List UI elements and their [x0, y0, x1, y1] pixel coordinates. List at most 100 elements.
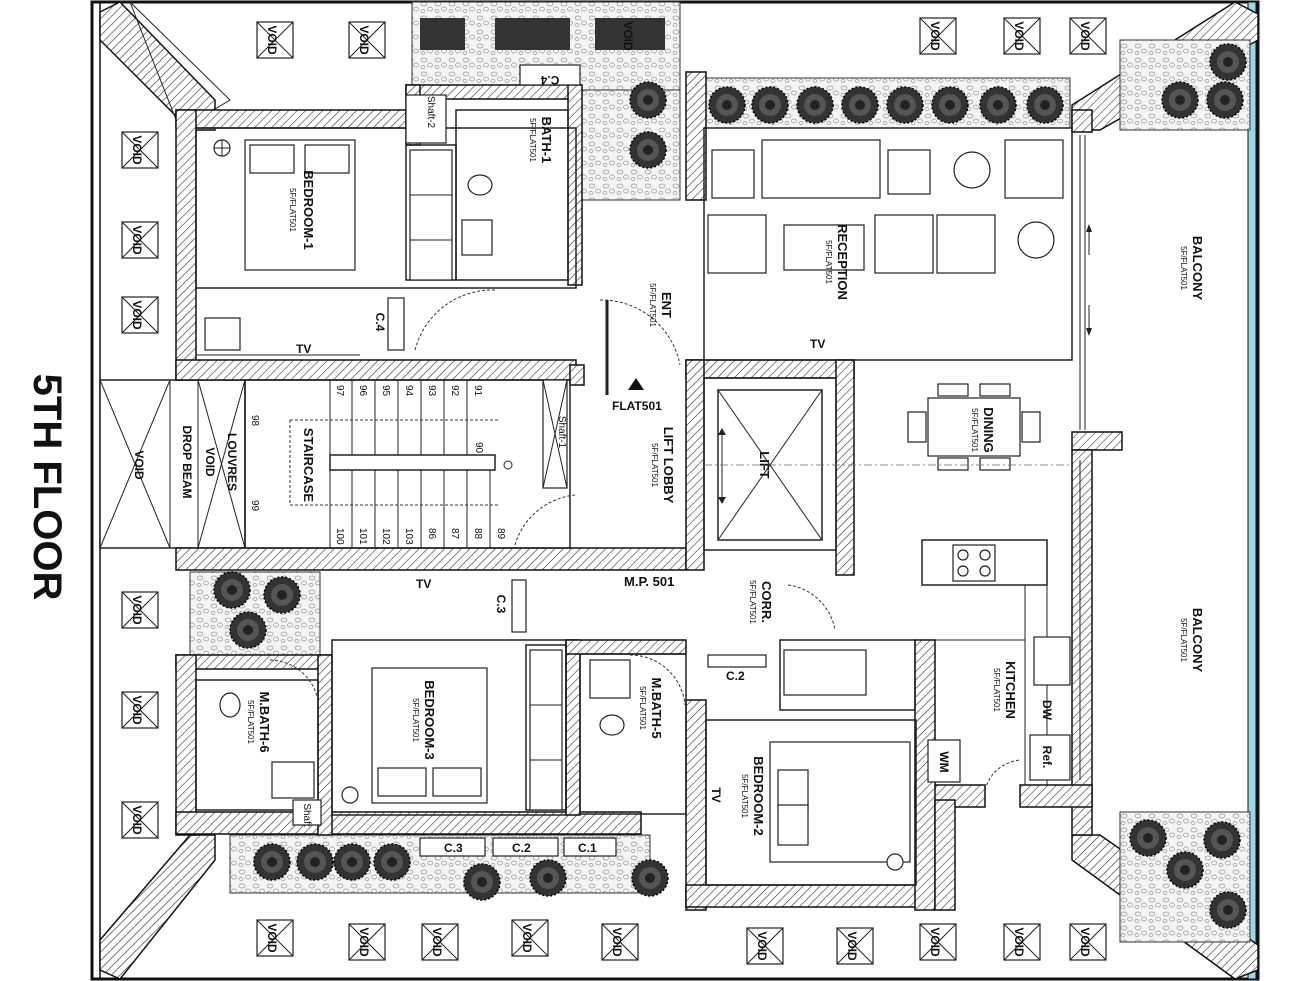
svg-text:VOID: VOID	[928, 21, 942, 51]
bedroom-1-label: BEDROOM-1	[301, 170, 316, 249]
m-bath-6-label: M.BATH-6	[257, 691, 272, 752]
room-labels: BEDROOM-1 5F/FLAT501 BATH-1 5F/FLAT501 R…	[246, 117, 1205, 836]
balcony-top-label: BALCONY	[1190, 236, 1205, 301]
void-labels: VOID VOID VOID VOID VOID VOID VOID VOID …	[130, 21, 1092, 961]
svg-text:95: 95	[380, 385, 391, 397]
svg-text:VOID: VOID	[845, 931, 859, 961]
shaft-1-label: Shaft-1	[556, 416, 567, 449]
svg-text:87: 87	[449, 528, 460, 540]
sliding-arrows	[704, 224, 1092, 466]
bedroom-2-label: BEDROOM-2	[751, 756, 766, 835]
svg-text:98: 98	[249, 415, 260, 427]
svg-text:5F/FLAT501: 5F/FLAT501	[1179, 246, 1188, 290]
svg-text:5F/FLAT501: 5F/FLAT501	[638, 686, 647, 730]
svg-text:5F/FLAT501: 5F/FLAT501	[970, 408, 979, 452]
c2-closet-label: C.2	[512, 841, 531, 855]
reception-label: RECEPTION	[835, 224, 850, 300]
bedroom-3-label: BEDROOM-3	[422, 680, 437, 759]
svg-text:90: 90	[473, 442, 484, 454]
stair-numbers: 97 96 95 94 93 92 91 100 101 102 103 86 …	[249, 385, 506, 545]
bath-1-label: BATH-1	[539, 117, 554, 164]
furniture	[204, 64, 1071, 871]
svg-text:5F/FLAT501: 5F/FLAT501	[246, 700, 255, 744]
svg-text:5F/FLAT501: 5F/FLAT501	[288, 188, 297, 232]
lift-lobby-label: LIFT LOBBY	[661, 427, 676, 504]
c1-closet-label: C.1	[578, 841, 597, 855]
svg-text:101: 101	[357, 528, 368, 545]
svg-text:VOID: VOID	[928, 927, 942, 957]
c4-top-label: C.4	[540, 73, 559, 87]
wm-label: WM	[937, 751, 951, 772]
svg-text:VOID: VOID	[130, 595, 144, 625]
svg-text:5F/FLAT501: 5F/FLAT501	[740, 774, 749, 818]
void-louvres-label: VOID	[203, 447, 217, 477]
svg-text:VOID: VOID	[265, 25, 279, 55]
svg-text:5F/FLAT501: 5F/FLAT501	[1179, 618, 1188, 662]
svg-text:VOID: VOID	[1012, 21, 1026, 51]
svg-text:VOID: VOID	[755, 931, 769, 961]
c3-side-label: C.3	[494, 595, 508, 614]
svg-text:5F/FLAT501: 5F/FLAT501	[648, 283, 657, 327]
void-left-label: VOID	[132, 450, 146, 480]
dw-label: DW	[1040, 700, 1054, 721]
c2-side-label: C.2	[726, 669, 745, 683]
tv-bedroom1-label: TV	[296, 342, 311, 356]
svg-text:VOID: VOID	[130, 805, 144, 835]
svg-text:91: 91	[472, 385, 483, 397]
svg-text:96: 96	[357, 385, 368, 397]
svg-text:86: 86	[426, 528, 437, 540]
svg-text:89: 89	[495, 528, 506, 540]
shaft-label: Shaft	[301, 803, 312, 827]
c4-side-label: C.4	[373, 313, 387, 332]
tv-reception-label: TV	[810, 337, 825, 351]
svg-text:VOID: VOID	[621, 21, 635, 51]
kitchen-label: KITCHEN	[1003, 661, 1018, 719]
svg-text:97: 97	[334, 385, 345, 397]
balcony-bottom-label: BALCONY	[1190, 608, 1205, 673]
walls	[175, 71, 1123, 911]
svg-text:VOID: VOID	[130, 695, 144, 725]
drop-beam-label: DROP BEAM	[180, 425, 194, 498]
svg-text:VOID: VOID	[1012, 927, 1026, 957]
svg-text:5F/FLAT501: 5F/FLAT501	[824, 240, 833, 284]
svg-text:VOID: VOID	[130, 135, 144, 165]
dining-label: DINING	[981, 407, 996, 453]
floor-title: 5TH FLOOR	[25, 374, 69, 601]
staircase	[244, 379, 571, 549]
svg-text:103: 103	[403, 528, 414, 545]
corr-label: CORR.	[759, 581, 774, 623]
shaft-2-label: Shaft-2	[425, 96, 436, 129]
svg-text:VOID: VOID	[430, 927, 444, 957]
svg-text:5F/FLAT501: 5F/FLAT501	[748, 580, 757, 624]
svg-text:5F/FLAT501: 5F/FLAT501	[992, 668, 1001, 712]
louvres-void-strip: VOID DROP BEAM VOID LOUVRES	[99, 379, 246, 549]
svg-text:VOID: VOID	[265, 923, 279, 953]
svg-text:VOID: VOID	[130, 300, 144, 330]
void-markers	[121, 17, 1107, 965]
tv-corridor-label: TV	[416, 577, 431, 591]
louvres-label: LOUVRES	[225, 433, 239, 491]
flat-label: FLAT501	[612, 399, 662, 413]
svg-text:VOID: VOID	[1078, 927, 1092, 957]
interior-lines	[195, 109, 1086, 886]
svg-text:92: 92	[449, 385, 460, 397]
svg-text:5F/FLAT501: 5F/FLAT501	[411, 698, 420, 742]
svg-text:VOID: VOID	[610, 927, 624, 957]
svg-text:VOID: VOID	[1078, 21, 1092, 51]
tv-bedroom2-label: TV	[709, 787, 723, 802]
svg-text:93: 93	[426, 385, 437, 397]
c3-closet-label: C.3	[444, 841, 463, 855]
misc-labels: FLAT501 M.P. 501 TV TV TV TV C.4 C.4 C.3…	[296, 73, 1054, 855]
svg-text:VOID: VOID	[357, 927, 371, 957]
door-swings	[269, 289, 1021, 791]
staircase-label: STAIRCASE	[301, 428, 316, 502]
svg-text:VOID: VOID	[357, 25, 371, 55]
svg-text:100: 100	[334, 528, 345, 545]
mp-label: M.P. 501	[624, 574, 674, 589]
svg-text:88: 88	[472, 528, 483, 540]
svg-text:5F/FLAT501: 5F/FLAT501	[528, 118, 537, 162]
svg-text:94: 94	[403, 385, 414, 397]
svg-text:VOID: VOID	[130, 225, 144, 255]
m-bath-5-label: M.BATH-5	[649, 677, 664, 738]
